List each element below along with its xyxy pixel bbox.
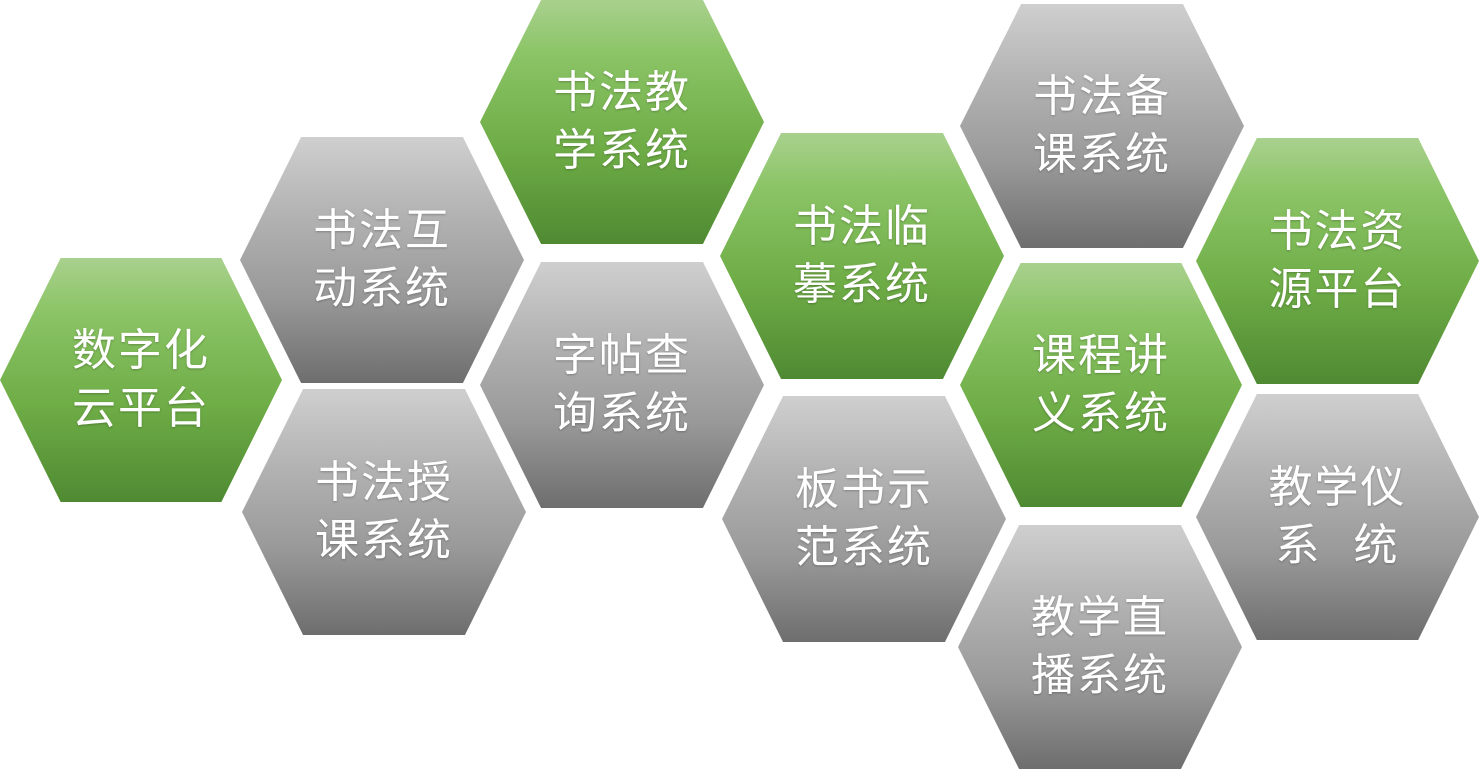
- hex-label-line-1: 课程讲: [1032, 330, 1170, 381]
- hex-label-line-2: 动系统: [313, 263, 451, 314]
- hex-digital-cloud-platform[interactable]: 数字化 云平台: [0, 258, 282, 502]
- hex-label-line-1: 书法临: [793, 201, 931, 252]
- hex-label-line-1: 书法互: [313, 205, 451, 256]
- hex-copybook-query-system[interactable]: 字帖查 询系统: [480, 262, 764, 508]
- hex-calligraphy-teaching-system[interactable]: 书法教 学系统: [480, 0, 764, 244]
- hex-label-line-1: 板书示: [795, 464, 933, 515]
- hex-label-line-2: 义系统: [1032, 388, 1170, 439]
- hex-label-line-2: 课系统: [1033, 129, 1171, 180]
- hex-teaching-instrument-system[interactable]: 教学仪 系 统: [1196, 394, 1479, 640]
- hex-label-line-1: 数字化: [72, 325, 210, 376]
- hex-label-line-1: 字帖查: [553, 330, 691, 381]
- hex-label-line-1: 书法资: [1268, 206, 1407, 257]
- hex-label-line-2: 播系统: [1031, 650, 1169, 701]
- hex-label-line-1: 教学直: [1031, 592, 1169, 643]
- hex-label-line-2: 询系统: [553, 388, 691, 439]
- hex-label-line-1: 书法教: [553, 67, 691, 118]
- hex-course-handout-system[interactable]: 课程讲 义系统: [960, 263, 1242, 507]
- hex-blackboard-demo-system[interactable]: 板书示 范系统: [722, 396, 1006, 642]
- hex-live-teaching-system[interactable]: 教学直 播系统: [958, 525, 1242, 769]
- hex-calligraphy-copying-system[interactable]: 书法临 摹系统: [720, 133, 1004, 379]
- hex-label-line-2: 课系统: [315, 515, 453, 566]
- hex-label-line-1: 教学仪: [1268, 462, 1407, 513]
- hex-label-line-1: 书法授: [315, 457, 453, 508]
- hex-label-line-2: 系 统: [1275, 520, 1400, 571]
- hex-label-line-2: 云平台: [72, 383, 210, 434]
- hex-calligraphy-lecturing-system[interactable]: 书法授 课系统: [242, 389, 526, 635]
- hex-label-line-2: 摹系统: [793, 259, 931, 310]
- hex-label-line-2: 源平台: [1268, 264, 1407, 315]
- hex-label-line-1: 书法备: [1033, 71, 1171, 122]
- hex-label-line-2: 范系统: [795, 522, 933, 573]
- hex-label-line-2: 学系统: [553, 125, 691, 176]
- hex-calligraphy-interaction-system[interactable]: 书法互 动系统: [240, 137, 524, 383]
- hex-lesson-prep-system[interactable]: 书法备 课系统: [960, 4, 1244, 248]
- hex-calligraphy-resource-platform[interactable]: 书法资 源平台: [1196, 138, 1479, 384]
